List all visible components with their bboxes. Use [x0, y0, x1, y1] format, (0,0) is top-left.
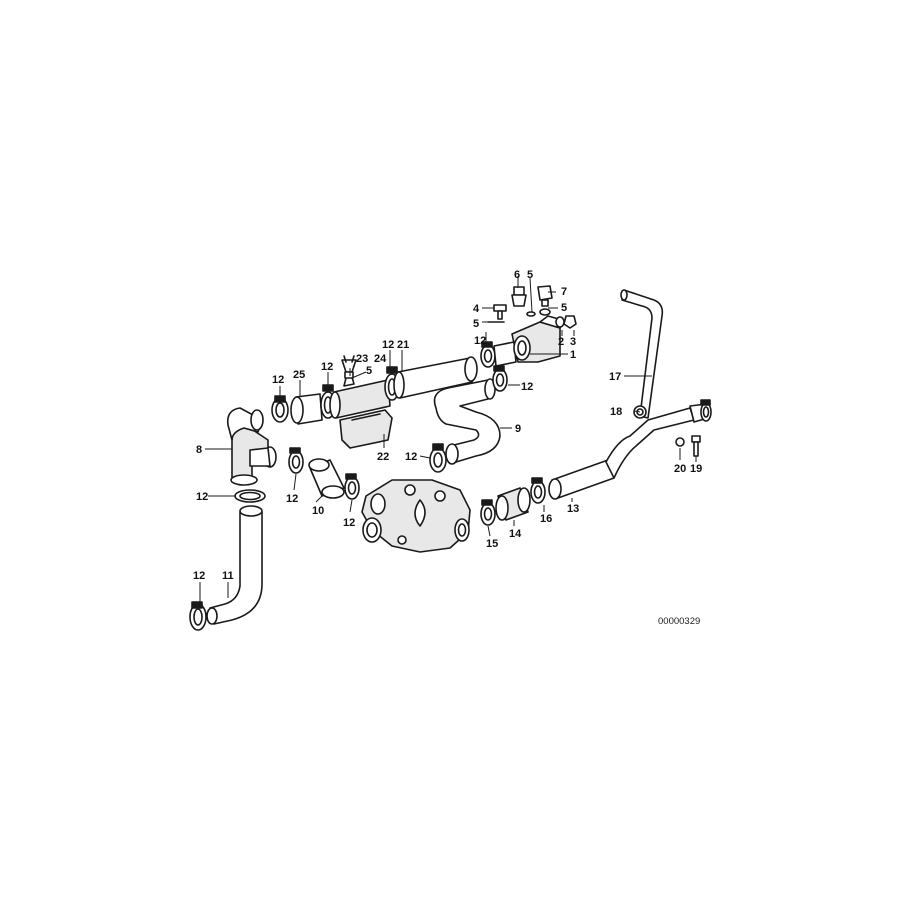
hose-clamp-part-16[interactable] [530, 477, 546, 504]
callout-14: 14 [509, 528, 522, 540]
hose-clamp-part-12-upper-left[interactable] [271, 395, 289, 423]
short-hose-to-thermostat[interactable] [493, 341, 517, 367]
callout-20: 20 [674, 463, 686, 475]
temperature-sender-part-6[interactable] [511, 286, 527, 307]
callout-12-hose9-top: 12 [521, 381, 533, 393]
hose-clamp-part-12-part10-left[interactable] [288, 447, 304, 474]
callout-4: 4 [473, 303, 480, 315]
callout-3: 3 [570, 336, 576, 348]
plate-part-22[interactable] [339, 409, 393, 449]
bolt-part-19[interactable] [691, 435, 701, 457]
callout-numbers: 1 2 3 4 5 5 5 5 6 7 8 9 10 11 12 12 12 1… [193, 269, 702, 582]
drawing-code: 00000329 [658, 616, 700, 627]
callout-21: 21 [397, 339, 409, 351]
callout-24: 24 [374, 353, 387, 365]
straight-hose-part-10[interactable] [308, 458, 345, 499]
thermostat-housing-part-1[interactable] [511, 315, 563, 363]
sensor-part-23[interactable] [341, 355, 357, 379]
callout-1: 1 [570, 349, 576, 361]
hose-part-13[interactable] [548, 459, 615, 500]
callout-12-center-left: 12 [321, 361, 333, 373]
hose-clamp-part-15[interactable] [480, 499, 496, 526]
callout-10: 10 [312, 505, 324, 517]
short-hose-part-14[interactable] [495, 487, 531, 521]
callout-15: 15 [486, 538, 498, 550]
callout-12-lower-left: 12 [196, 491, 208, 503]
seal-ring-part-5-top[interactable] [526, 311, 536, 317]
callout-12-top-right: 12 [474, 335, 486, 347]
t-junction-part-8[interactable] [226, 407, 277, 486]
long-hose-part-21[interactable] [393, 356, 478, 399]
callout-8: 8 [196, 444, 202, 456]
seal-ring-part-5-right[interactable] [539, 308, 551, 316]
callout-13: 13 [567, 503, 579, 515]
callout-22: 22 [377, 451, 389, 463]
callout-12-bottom: 12 [193, 570, 205, 582]
callout-12-part10-left: 12 [286, 493, 298, 505]
callout-7: 7 [561, 286, 567, 298]
bent-pipe-part-17[interactable] [620, 289, 664, 419]
washer-part-20[interactable] [675, 437, 685, 447]
leader-lines [199, 276, 697, 604]
callout-5-top: 5 [527, 269, 533, 281]
hose-clamp-part-12-part10-right[interactable] [344, 473, 360, 500]
nut-part-3[interactable] [563, 315, 577, 329]
callout-18: 18 [610, 406, 622, 418]
callout-19: 19 [690, 463, 702, 475]
callout-9: 9 [515, 423, 521, 435]
hose-clamp-part-12-lower-left[interactable] [234, 489, 266, 503]
hose-clamp-right-end[interactable] [700, 399, 712, 422]
washer-part-2[interactable] [555, 316, 565, 328]
water-pump[interactable] [361, 479, 471, 553]
pipe-part-24[interactable] [329, 376, 391, 419]
callout-16: 16 [540, 513, 552, 525]
hose-clamp-part-12-hose9-bottom[interactable] [429, 443, 447, 473]
s-shaped-hose-part-9[interactable] [433, 378, 501, 465]
callout-5-right: 5 [561, 302, 567, 314]
hose-clamp-part-12-bottom[interactable] [189, 601, 207, 631]
callout-12-part10-right: 12 [343, 517, 355, 529]
callout-17: 17 [609, 371, 621, 383]
callout-5-center: 5 [366, 365, 372, 377]
callout-25: 25 [293, 369, 305, 381]
hose-clamp-part-12-hose9-top[interactable] [492, 365, 508, 392]
callout-6: 6 [514, 269, 520, 281]
callout-23: 23 [356, 353, 368, 365]
callout-5-left: 5 [473, 318, 479, 330]
hose-part-25[interactable] [290, 393, 323, 425]
callout-12-center: 12 [382, 339, 394, 351]
temperature-switch-part-7[interactable] [537, 285, 553, 307]
callout-12-upper-left: 12 [272, 374, 284, 386]
bleed-screw-part-4[interactable] [493, 304, 507, 320]
callout-2: 2 [558, 336, 564, 348]
callout-12-hose9-bottom: 12 [405, 451, 417, 463]
lower-elbow-hose-part-11[interactable] [206, 505, 263, 625]
callout-11: 11 [222, 570, 234, 582]
